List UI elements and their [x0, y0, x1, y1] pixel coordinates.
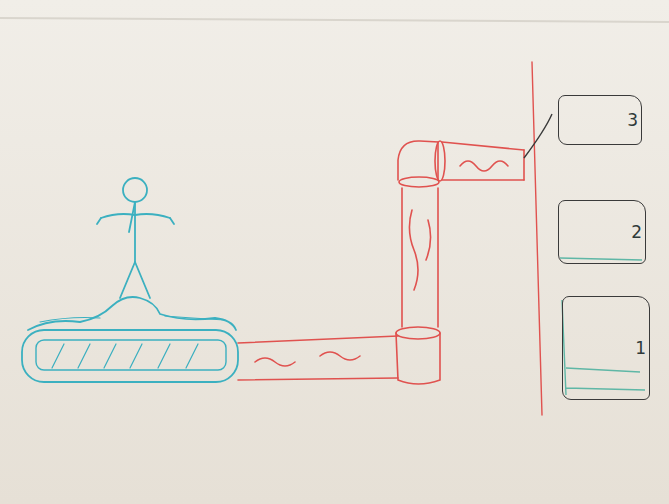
stick-figure [97, 178, 174, 298]
box-tint [560, 258, 645, 395]
callout-number: 3 [627, 112, 638, 129]
callout-number: 2 [631, 224, 642, 241]
storage-box: 2 [558, 200, 646, 264]
feed-line [524, 114, 552, 158]
callout-number: 1 [635, 340, 646, 357]
storage-box: 3 [558, 95, 642, 145]
board-frame [0, 18, 669, 22]
pipe [238, 62, 542, 415]
conveyor-belt [22, 297, 238, 382]
storage-box: 1 [562, 296, 650, 400]
